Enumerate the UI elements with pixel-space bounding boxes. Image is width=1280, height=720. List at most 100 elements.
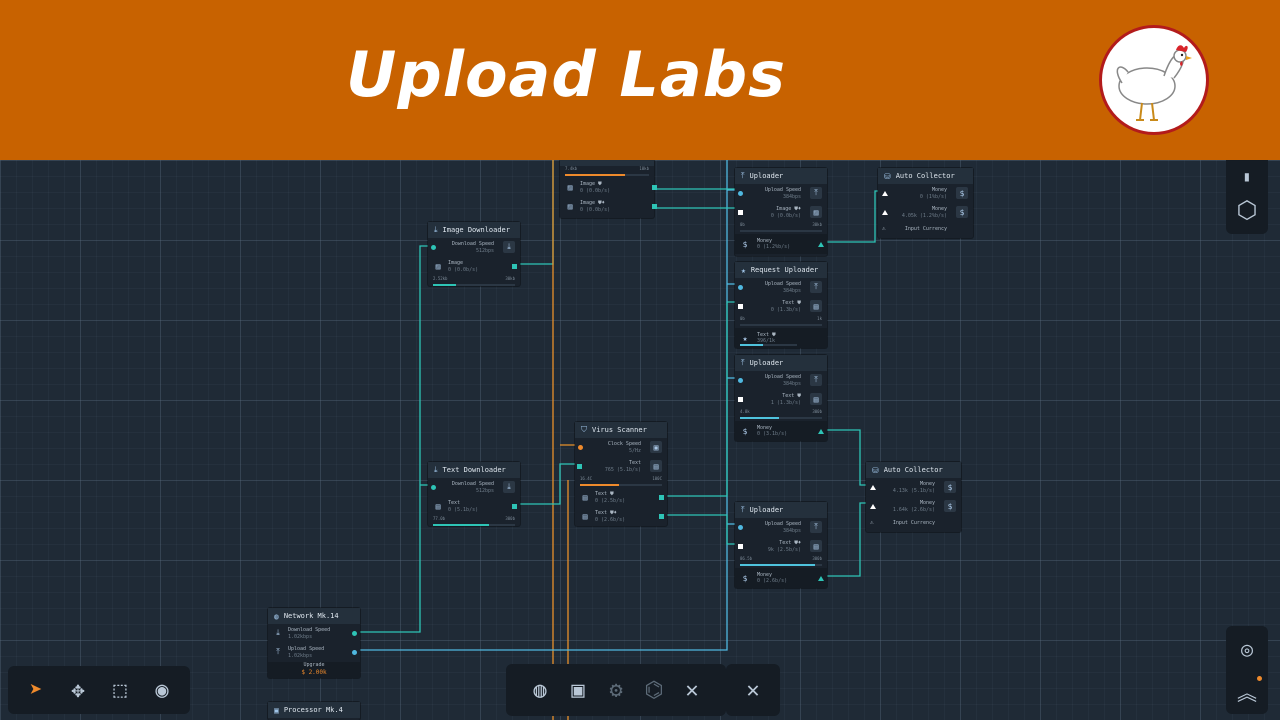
item-row: Text ⛊1 (1.3b/s) ▤ — [735, 390, 827, 409]
processor-node[interactable]: ▣Processor Mk.4 — [268, 702, 360, 720]
build-tools-icon[interactable]: ✕ — [746, 677, 760, 703]
record-tool-icon[interactable]: ◉ — [155, 677, 169, 703]
dollar-icon: $ — [944, 481, 956, 493]
input-pin[interactable] — [577, 464, 582, 469]
input-pin[interactable] — [738, 191, 743, 196]
output-pin[interactable] — [352, 631, 357, 636]
output-pin[interactable] — [818, 242, 824, 247]
wire-virus-out1 — [664, 301, 740, 497]
dollar-icon: $ — [956, 187, 968, 199]
output-pin[interactable] — [659, 514, 664, 519]
output-pin[interactable] — [818, 576, 824, 581]
input-pin[interactable] — [738, 525, 743, 530]
document-icon: ▤ — [810, 300, 822, 312]
input-pin[interactable] — [882, 191, 888, 196]
download-icon: ⤓ — [503, 241, 515, 253]
item-row: Image ⛊♦0 (0.0b/s) ▨ — [735, 203, 827, 222]
output-pin[interactable] — [512, 504, 517, 509]
input-pin[interactable] — [738, 378, 743, 383]
input-pin[interactable] — [870, 504, 876, 509]
money-output: $ Money 0 (2.6b/s) — [735, 568, 827, 588]
input-pin[interactable] — [738, 210, 743, 215]
collector-icon: ⛁ — [884, 171, 891, 181]
output-pin[interactable] — [652, 204, 657, 209]
upgrade-label: Upgrade — [303, 662, 325, 668]
gear-component-icon[interactable]: ⚙ — [609, 677, 623, 703]
input-pin[interactable] — [738, 285, 743, 290]
input-pin[interactable] — [738, 304, 743, 309]
cpu-chip-icon[interactable]: ▣ — [571, 677, 585, 703]
research-scan-icon[interactable]: ⌬ — [644, 677, 664, 703]
output-pin[interactable] — [659, 495, 664, 500]
output-pin[interactable] — [818, 429, 824, 434]
bookmark-icon[interactable]: ▮ — [1242, 169, 1252, 185]
item-row: Text ⛊0 (1.3b/s) ▤ — [735, 297, 827, 316]
wire-money1 — [824, 190, 884, 243]
move-tool-icon[interactable]: ✥ — [71, 677, 85, 703]
input-pin[interactable] — [738, 397, 743, 402]
input-pin[interactable] — [870, 485, 876, 490]
globe-icon: ◍ — [274, 611, 279, 621]
tools-icon[interactable]: ✕ — [685, 677, 699, 703]
download-icon: ⤓ — [503, 481, 515, 493]
node-header: ▣Processor Mk.4 — [268, 702, 360, 718]
upgrade-cost: $ 2.00k — [301, 669, 327, 676]
output-pin[interactable] — [512, 264, 517, 269]
node-header: ⤒Uploader — [735, 355, 827, 371]
double-chevron-up-icon[interactable]: ︽ — [1228, 672, 1266, 710]
node-header: ⤒Uploader — [735, 168, 827, 184]
input-pin[interactable] — [431, 245, 436, 250]
node-header: ◍Network Mk.14 — [268, 608, 360, 624]
select-tool-icon[interactable]: ⬚ — [113, 677, 127, 703]
upload-icon: ⤒ — [810, 521, 822, 533]
wire-virus-out2 — [664, 514, 740, 545]
input-currency-row: ⚠ Input Currency — [882, 225, 947, 232]
upgrade-button[interactable]: Upgrade $ 2.00k — [268, 662, 360, 678]
money-output: $ Money 0 (3.1b/s) — [735, 421, 827, 441]
output-row-2: ▤ Text ⛊♦0 (2.6b/s) — [575, 507, 667, 526]
wire-image-down — [516, 160, 554, 265]
input-pin[interactable] — [738, 544, 743, 549]
dollar-icon: $ — [944, 500, 956, 512]
input-pin[interactable] — [431, 485, 436, 490]
upload-icon: ⤒ — [741, 171, 745, 180]
item-row: Text ⛊♦9k (2.5b/s) ▤ — [735, 537, 827, 556]
chicken-logo-icon — [1099, 25, 1209, 135]
node-header: ⤓Text Downloader — [428, 462, 520, 478]
document-icon: ▤ — [582, 511, 588, 521]
wire-network-ul — [356, 160, 728, 651]
pointer-tool-icon[interactable]: ➤ — [29, 677, 43, 703]
target-icon[interactable]: ◎ — [1240, 637, 1254, 661]
output-pin[interactable] — [652, 185, 657, 190]
network-globe-icon[interactable]: ◍ — [533, 677, 547, 703]
output-pin[interactable] — [352, 650, 357, 655]
document-icon: ▤ — [650, 460, 662, 472]
input-pin[interactable] — [578, 445, 583, 450]
star-icon: ★ — [742, 333, 748, 343]
wire-textdl-to-virus — [516, 463, 577, 505]
cpu-icon: ▣ — [274, 705, 279, 715]
hexagon-icon[interactable]: ⬡ — [1236, 196, 1258, 224]
input-pin[interactable] — [882, 210, 888, 215]
